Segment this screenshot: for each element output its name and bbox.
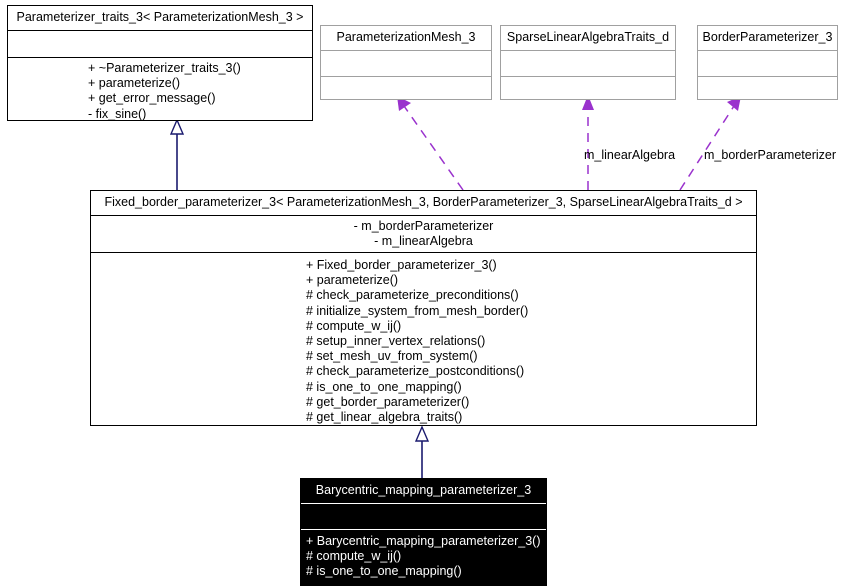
attributes-compartment-parameterization-mesh-3 xyxy=(321,51,491,76)
operation-item: # get_border_parameterizer() xyxy=(306,394,470,409)
attributes-compartment-barycentric-mapping-parameterizer-3 xyxy=(301,504,546,529)
class-title-barycentric-mapping-parameterizer-3: Barycentric_mapping_parameterizer_3 xyxy=(315,483,532,497)
compartment-divider xyxy=(501,50,675,51)
edge-label-m-border-parameterizer: m_borderParameterizer xyxy=(704,148,836,162)
operation-item: # is_one_to_one_mapping() xyxy=(306,564,462,579)
operation-item: - fix_sine() xyxy=(88,106,147,121)
attributes-compartment-sparse-linear-algebra-traits-d xyxy=(501,51,675,76)
inheritance-edge-barycentric xyxy=(414,425,430,478)
compartment-divider xyxy=(698,76,837,77)
operation-item: + get_error_message() xyxy=(88,91,216,106)
class-title-parameterization-mesh-3: ParameterizationMesh_3 xyxy=(336,30,476,44)
attributes-compartment-fixed-border-parameterizer-3: - m_borderParameterizer - m_linearAlgebr… xyxy=(91,216,756,252)
inheritance-edge-traits xyxy=(169,118,185,190)
class-box-border-parameterizer-3[interactable]: BorderParameterizer_3 xyxy=(697,25,838,100)
operations-compartment-parameterizer-traits-3: + ~Parameterizer_traits_3() + parameteri… xyxy=(8,58,312,126)
compartment-divider xyxy=(501,76,675,77)
operation-item: + parameterize() xyxy=(88,76,181,91)
compartment-divider xyxy=(301,529,546,530)
class-box-parameterization-mesh-3[interactable]: ParameterizationMesh_3 xyxy=(320,25,492,100)
class-box-parameterizer-traits-3[interactable]: Parameterizer_traits_3< Parameterization… xyxy=(7,5,313,121)
attributes-compartment-parameterizer-traits-3 xyxy=(8,31,312,57)
usage-edge-parameterization-mesh xyxy=(397,96,464,191)
operations-compartment-sparse-linear-algebra-traits-d xyxy=(501,77,675,100)
operation-item: + Fixed_border_parameterizer_3() xyxy=(306,258,497,272)
class-box-barycentric-mapping-parameterizer-3[interactable]: Barycentric_mapping_parameterizer_3 + Ba… xyxy=(300,478,547,586)
operations-compartment-border-parameterizer-3 xyxy=(698,77,837,100)
class-box-fixed-border-parameterizer-3[interactable]: Fixed_border_parameterizer_3< Parameteri… xyxy=(90,190,757,426)
operations-compartment-fixed-border-parameterizer-3: + Fixed_border_parameterizer_3() + param… xyxy=(91,253,756,429)
compartment-divider xyxy=(91,215,756,216)
operation-item: # setup_inner_vertex_relations() xyxy=(306,334,486,349)
operation-item: # set_mesh_uv_from_system() xyxy=(306,349,478,364)
edge-label-m-linear-algebra: m_linearAlgebra xyxy=(584,148,676,162)
attribute-item: - m_linearAlgebra xyxy=(374,234,473,249)
usage-edge-sparse-linear-algebra xyxy=(582,95,594,190)
class-title-sparse-linear-algebra-traits-d: SparseLinearAlgebraTraits_d xyxy=(506,30,670,44)
compartment-divider xyxy=(8,30,312,31)
operation-item: + Barycentric_mapping_parameterizer_3() xyxy=(306,534,541,548)
compartment-divider xyxy=(91,252,756,253)
operation-item: # is_one_to_one_mapping() xyxy=(306,379,462,394)
operation-item: + ~Parameterizer_traits_3() xyxy=(88,61,241,75)
attributes-compartment-border-parameterizer-3 xyxy=(698,51,837,76)
operation-item: # compute_w_ij() xyxy=(306,318,402,333)
operation-item: # check_parameterize_preconditions() xyxy=(306,288,519,303)
operation-item: # get_linear_algebra_traits() xyxy=(306,410,463,425)
compartment-divider xyxy=(698,50,837,51)
usage-edge-border-parameterizer xyxy=(679,96,741,191)
compartment-divider xyxy=(321,76,491,77)
compartment-divider xyxy=(301,503,546,504)
operation-item: + parameterize() xyxy=(306,273,399,288)
attribute-item: - m_borderParameterizer xyxy=(353,219,494,233)
compartment-divider xyxy=(8,57,312,58)
operations-compartment-parameterization-mesh-3 xyxy=(321,77,491,100)
class-title-parameterizer-traits-3: Parameterizer_traits_3< Parameterization… xyxy=(16,10,304,24)
class-box-sparse-linear-algebra-traits-d[interactable]: SparseLinearAlgebraTraits_d xyxy=(500,25,676,100)
operation-item: # compute_w_ij() xyxy=(306,549,402,564)
class-title-border-parameterizer-3: BorderParameterizer_3 xyxy=(702,30,833,44)
operation-item: # initialize_system_from_mesh_border() xyxy=(306,303,529,318)
operations-compartment-barycentric-mapping-parameterizer-3: + Barycentric_mapping_parameterizer_3() … xyxy=(301,530,546,584)
compartment-divider xyxy=(321,50,491,51)
class-title-fixed-border-parameterizer-3: Fixed_border_parameterizer_3< Parameteri… xyxy=(104,195,743,209)
operation-item: # check_parameterize_postconditions() xyxy=(306,364,525,379)
